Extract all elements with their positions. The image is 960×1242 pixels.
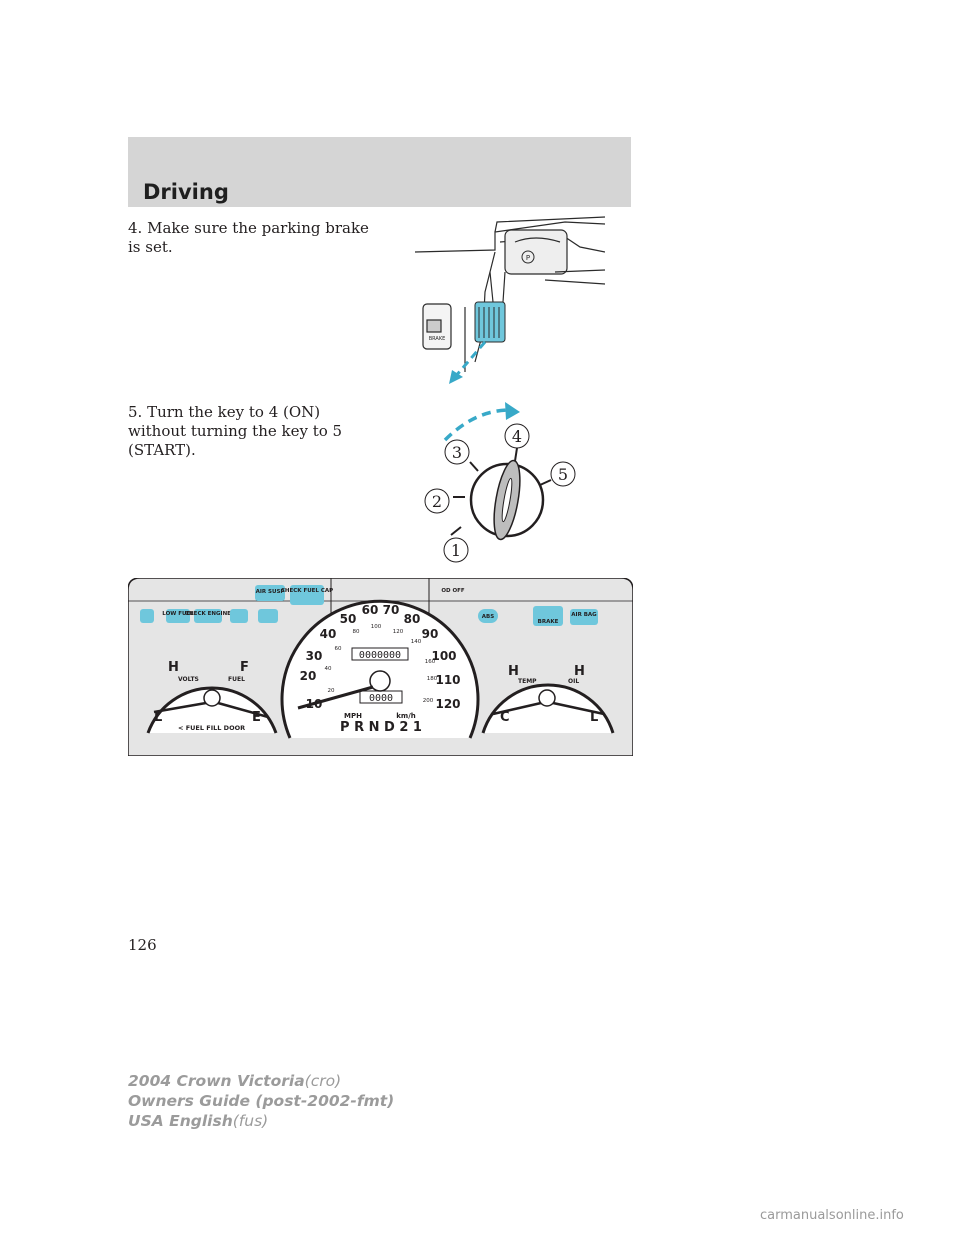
prnd-indicator: P R N D 2 1: [340, 720, 422, 735]
oil-label: OIL: [568, 678, 579, 685]
section-header: Driving: [128, 137, 631, 207]
odometer: 0000000: [359, 650, 401, 661]
kmh-40: 40: [325, 666, 332, 672]
mph-60: 60: [362, 603, 379, 617]
brake-light: BRAKE: [538, 619, 559, 625]
section-title: Driving: [143, 180, 229, 204]
kmh-60: 60: [335, 646, 342, 652]
footer-model-code: (cro): [304, 1072, 342, 1090]
ignition-key-diagram: 1 2 3 4 5: [424, 402, 576, 563]
pedal-p-label: P: [526, 254, 530, 262]
oil-l-label: L: [590, 710, 598, 725]
temp-label: TEMP: [518, 678, 537, 685]
mph-110: 110: [435, 673, 460, 687]
volts-label: VOLTS: [178, 676, 199, 683]
position-5-label: 5: [558, 465, 568, 484]
footer-language: USA English: [128, 1112, 233, 1130]
abs-light: ABS: [482, 614, 494, 620]
position-4-label: 4: [512, 427, 522, 446]
step-4-text: 4. Make sure the parking brake is set.: [128, 219, 369, 256]
air-bag-light: AIR BAG: [571, 612, 597, 618]
footer-model: 2004 Crown Victoria: [128, 1072, 305, 1090]
position-3-label: 3: [452, 443, 462, 462]
mph-50: 50: [340, 612, 357, 626]
kmh-180: 180: [427, 676, 438, 682]
check-fuel-cap-light: CHECK FUEL CAP: [281, 588, 333, 594]
mph-label: MPH: [344, 712, 362, 720]
volts-l-label: L: [154, 710, 162, 725]
mph-70: 70: [383, 603, 400, 617]
watermark: carmanualsonline.info: [760, 1208, 904, 1223]
mph-90: 90: [422, 627, 439, 641]
mph-100: 100: [431, 649, 456, 663]
mph-80: 80: [404, 612, 421, 626]
low-fuel-light: LOW FUEL: [162, 611, 194, 617]
page-number: 126: [128, 936, 157, 954]
kmh-140: 140: [411, 639, 422, 645]
od-off-light: OD OFF: [441, 588, 465, 594]
kmh-160: 160: [425, 659, 436, 665]
step-5-text: 5. Turn the key to 4 (ON) without turnin…: [128, 403, 343, 459]
position-2-label: 2: [432, 492, 442, 511]
kmh-80: 80: [353, 629, 360, 635]
fuel-f-label: F: [240, 660, 249, 675]
fuel-label: FUEL: [228, 676, 245, 683]
kmh-100: 100: [371, 624, 382, 630]
temp-h-label: H: [508, 664, 519, 679]
check-engine-light: CHECK ENGINE: [185, 611, 231, 617]
mph-30: 30: [306, 649, 323, 663]
fuel-fill-door-label: < FUEL FILL DOOR: [178, 724, 245, 732]
footer-language-code: (fus): [232, 1112, 269, 1130]
parking-brake-illustration: P BRAKE: [414, 216, 605, 384]
instrument-cluster: LOW FUEL CHECK ENGINE AIR SUSP CHECK FUE…: [128, 578, 633, 756]
release-label: BRAKE: [429, 336, 446, 342]
mph-120: 120: [435, 697, 460, 711]
air-susp-light: AIR SUSP: [256, 589, 285, 595]
temp-c-label: C: [500, 710, 510, 725]
footer-guide: Owners Guide (post-2002-fmt): [128, 1092, 395, 1110]
fuel-e-label: E: [252, 710, 261, 725]
document-footer: 2004 Crown Victoria(cro) Owners Guide (p…: [128, 1071, 394, 1131]
volts-h-label: H: [168, 660, 179, 675]
trip-odometer: 0000: [369, 693, 393, 704]
kmh-20: 20: [328, 688, 335, 694]
kmh-label: km/h: [396, 712, 416, 720]
mph-40: 40: [320, 627, 337, 641]
mph-20: 20: [300, 669, 317, 683]
kmh-120: 120: [393, 629, 404, 635]
position-1-label: 1: [451, 541, 461, 560]
oil-h-label: H: [574, 664, 585, 679]
kmh-200: 200: [423, 698, 434, 704]
